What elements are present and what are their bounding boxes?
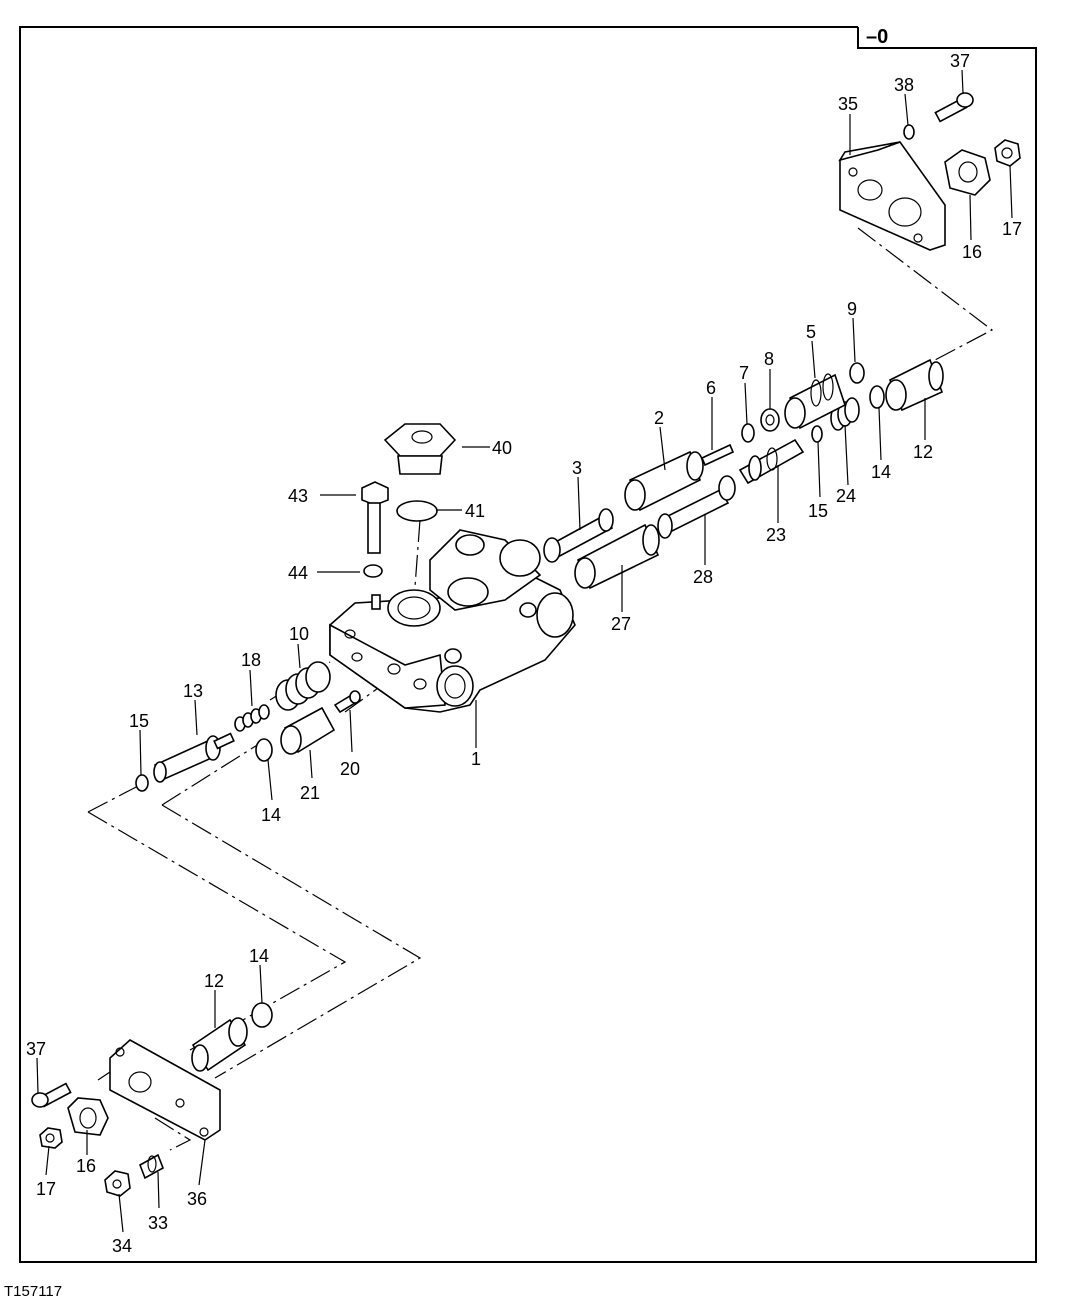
oring-9	[849, 362, 865, 384]
pin-6	[700, 443, 735, 467]
callout-28: 28	[693, 567, 713, 587]
nut-16-bottom	[67, 1097, 109, 1136]
cover-plate-bottom	[109, 1039, 221, 1141]
callout-34: 34	[112, 1236, 132, 1256]
callout-21: 21	[300, 783, 320, 803]
callout-37-bottom: 37	[26, 1039, 46, 1059]
sleeve-2	[624, 450, 704, 512]
sleeve-27	[574, 523, 660, 590]
bolt-43	[361, 481, 389, 554]
diagram-frame	[19, 26, 1037, 1263]
callout-33: 33	[148, 1213, 168, 1233]
callout-14-mid: 14	[261, 805, 281, 825]
bolt-37-bottom	[31, 1082, 72, 1108]
callout-10: 10	[289, 624, 309, 644]
callout-38: 38	[894, 75, 914, 95]
nut-17-bottom	[39, 1127, 63, 1149]
callout-41: 41	[465, 501, 485, 521]
callout-36: 36	[187, 1189, 207, 1209]
spring-10	[275, 661, 331, 711]
callout-8: 8	[764, 349, 774, 369]
assembly-lines	[87, 227, 994, 1151]
callout-16-bottom: 16	[76, 1156, 96, 1176]
callout-16-top: 16	[962, 242, 982, 262]
callout-23: 23	[766, 525, 786, 545]
figure-id: T157117	[4, 1283, 62, 1300]
poppet-23	[738, 438, 805, 485]
spring-18	[234, 704, 270, 732]
callout-44: 44	[288, 563, 308, 583]
nut-34	[104, 1170, 131, 1197]
washer-44	[363, 564, 383, 578]
oring-14-right	[869, 385, 885, 409]
oring-41	[396, 500, 438, 522]
spool-28	[657, 475, 736, 539]
callout-24: 24	[836, 486, 856, 506]
callout-1: 1	[471, 749, 481, 769]
callout-17-top: 17	[1002, 219, 1022, 239]
callout-20: 20	[340, 759, 360, 779]
oring-14-bottom	[251, 1002, 273, 1028]
callout-17-bottom: 17	[36, 1179, 56, 1199]
callout-3: 3	[572, 458, 582, 478]
callout-12-left: 12	[204, 971, 224, 991]
piston-21	[280, 706, 336, 755]
plug-12-right	[885, 358, 944, 412]
callout-18: 18	[241, 650, 261, 670]
nut-17-top	[994, 139, 1021, 167]
callout-40: 40	[492, 438, 512, 458]
callout-6: 6	[706, 378, 716, 398]
leader-lines	[36, 69, 1013, 1233]
callout-14-bottom: 14	[249, 946, 269, 966]
washer-8	[760, 408, 780, 432]
frame-ref-label: –0	[866, 26, 888, 48]
cover-plate-top	[838, 141, 946, 251]
callout-15-right: 15	[808, 501, 828, 521]
callout-13: 13	[183, 681, 203, 701]
oring-14-mid	[255, 738, 273, 762]
oring-15-left	[135, 774, 149, 792]
valve-3	[543, 508, 614, 563]
sleeve-5	[784, 373, 846, 430]
oring-7	[741, 423, 755, 443]
callout-37-top: 37	[950, 51, 970, 71]
valve-13	[153, 732, 235, 783]
nut-16-top	[944, 149, 991, 196]
callout-27: 27	[611, 614, 631, 634]
callout-labels: 35 38 37 16 17 9 5 8 7 6 2 3 12 14 24 15…	[26, 51, 1022, 1256]
pin-20	[333, 690, 362, 714]
callout-35: 35	[838, 94, 858, 114]
oring-15-right	[811, 425, 823, 443]
set-screw-33	[139, 1153, 164, 1180]
callout-15-left: 15	[129, 711, 149, 731]
washer-38	[903, 124, 915, 140]
plug-12-left	[191, 1017, 248, 1072]
callout-12-right: 12	[913, 442, 933, 462]
spring-24	[830, 397, 860, 431]
plug-40	[383, 423, 457, 475]
callout-14-right: 14	[871, 462, 891, 482]
callout-9: 9	[847, 299, 857, 319]
bolt-37-top	[934, 92, 974, 123]
callout-2: 2	[654, 408, 664, 428]
callout-7: 7	[739, 363, 749, 383]
callout-5: 5	[806, 322, 816, 342]
callout-43: 43	[288, 486, 308, 506]
valve-body	[329, 529, 576, 713]
